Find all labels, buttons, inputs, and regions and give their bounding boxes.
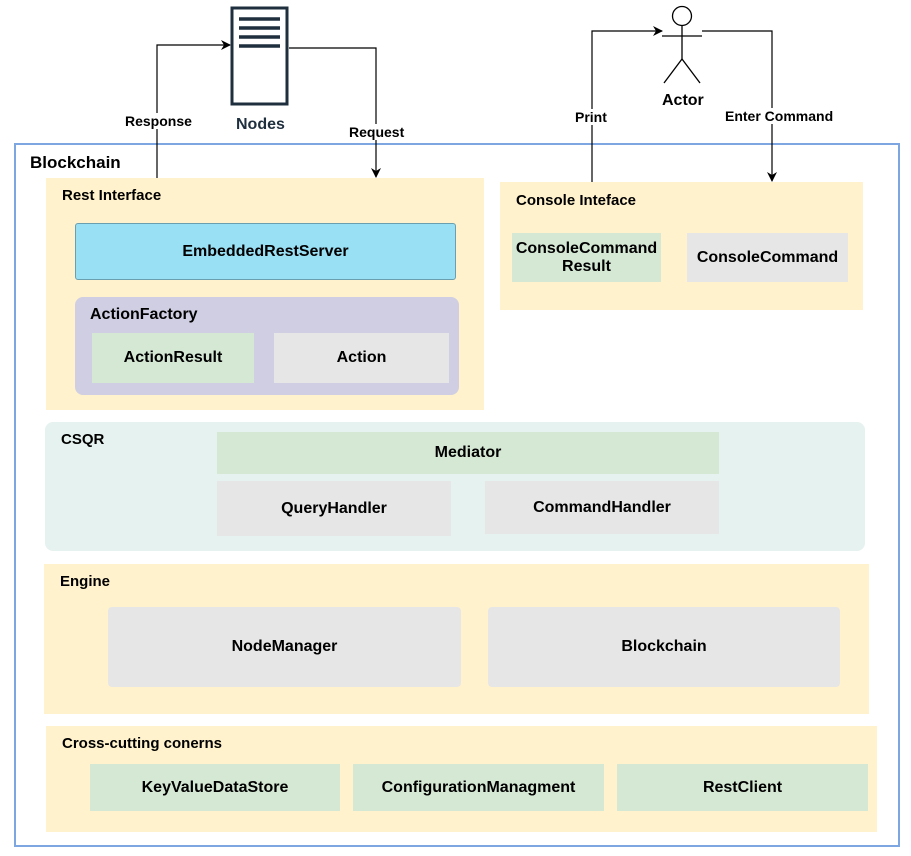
query-handler-label: QueryHandler [281,499,387,517]
action-factory-title: ActionFactory [90,306,198,323]
cross-cutting-title: Cross-cutting conerns [62,735,223,752]
actor-label: Actor [662,92,704,109]
blockchain-title: Blockchain [30,153,121,172]
console-command-box: ConsoleCommand [687,233,848,282]
rest-client-box: RestClient [617,764,868,811]
query-handler-box: QueryHandler [217,481,451,536]
embedded-rest-server-box: EmbeddedRestServer [75,223,456,280]
node-manager-box: NodeManager [108,607,461,687]
response-edge-label: Response [124,113,193,129]
action-box: Action [274,333,449,383]
engine-title: Engine [60,573,111,590]
configuration-managment-label: ConfigurationManagment [381,778,576,796]
rest-client-label: RestClient [702,778,783,796]
command-handler-box: CommandHandler [485,481,719,534]
mediator-box: Mediator [217,432,719,474]
action-result-label: ActionResult [123,349,223,366]
enter-command-connector [702,30,777,182]
blockchain-frame [14,143,900,847]
blockchain-engine-label: Blockchain [621,638,707,655]
blockchain-engine-box: Blockchain [488,607,840,687]
response-connector [156,40,231,178]
mediator-label: Mediator [434,444,502,461]
configuration-managment-box: ConfigurationManagment [353,764,604,811]
actor-icon [662,5,702,84]
print-edge-label: Print [574,109,608,125]
command-handler-label: CommandHandler [533,498,671,516]
rest-interface-title: Rest Interface [62,187,162,204]
action-result-box: ActionResult [92,333,254,383]
embedded-rest-server-label: EmbeddedRestServer [182,242,349,260]
request-connector [289,47,381,178]
key-value-data-store-label: KeyValueDataStore [141,778,289,796]
print-connector [591,26,663,182]
node-manager-label: NodeManager [231,638,338,655]
request-edge-label: Request [348,124,406,140]
console-command-result-box: ConsoleCommand Result [512,233,661,282]
server-icon [230,6,289,106]
console-command-label: ConsoleCommand [696,248,839,266]
console-interface-title: Console Inteface [516,192,637,209]
console-command-result-label: ConsoleCommand Result [515,239,658,275]
enter-command-edge-label: Enter Command [724,108,835,124]
nodes-label: Nodes [236,116,285,133]
action-label: Action [336,349,387,366]
key-value-data-store-box: KeyValueDataStore [90,764,340,811]
csqr-title: CSQR [61,431,105,448]
